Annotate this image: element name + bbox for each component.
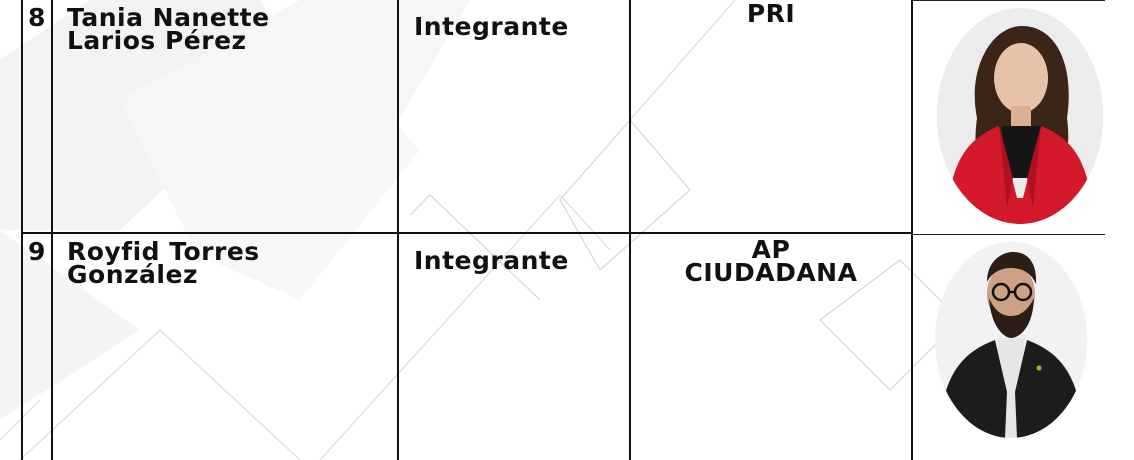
portrait-icon: [937, 8, 1103, 224]
member-number: 8: [21, 0, 53, 234]
member-photo-cell: [913, 234, 1105, 460]
portrait-man-dark-suit-photo: [935, 242, 1087, 438]
member-party-line: AP: [751, 235, 791, 264]
member-name: Tania Nanette Larios Pérez: [53, 0, 399, 234]
portrait-woman-red-jacket-photo: [937, 8, 1103, 224]
table-row: 9 Royfid Torres González Integrante AP C…: [21, 234, 1105, 460]
member-name-line: González: [67, 260, 198, 289]
member-role: Integrante: [399, 234, 631, 460]
member-name-line: Larios Pérez: [67, 26, 247, 55]
member-name: Royfid Torres González: [53, 234, 399, 460]
member-party: PRI: [631, 0, 913, 234]
member-name-line: Tania Nanette: [67, 3, 270, 32]
member-photo-cell: [913, 0, 1105, 234]
members-table: 8 Tania Nanette Larios Pérez Integrante …: [21, 0, 1105, 460]
member-role: Integrante: [399, 0, 631, 234]
member-party: AP CIUDADANA: [631, 234, 913, 460]
member-name-line: Royfid Torres: [67, 237, 260, 266]
member-party-line: PRI: [746, 0, 796, 28]
member-number: 9: [21, 234, 53, 460]
table-row: 8 Tania Nanette Larios Pérez Integrante …: [21, 0, 1105, 234]
member-party-line: CIUDADANA: [684, 258, 858, 287]
portrait-icon: [935, 242, 1087, 438]
